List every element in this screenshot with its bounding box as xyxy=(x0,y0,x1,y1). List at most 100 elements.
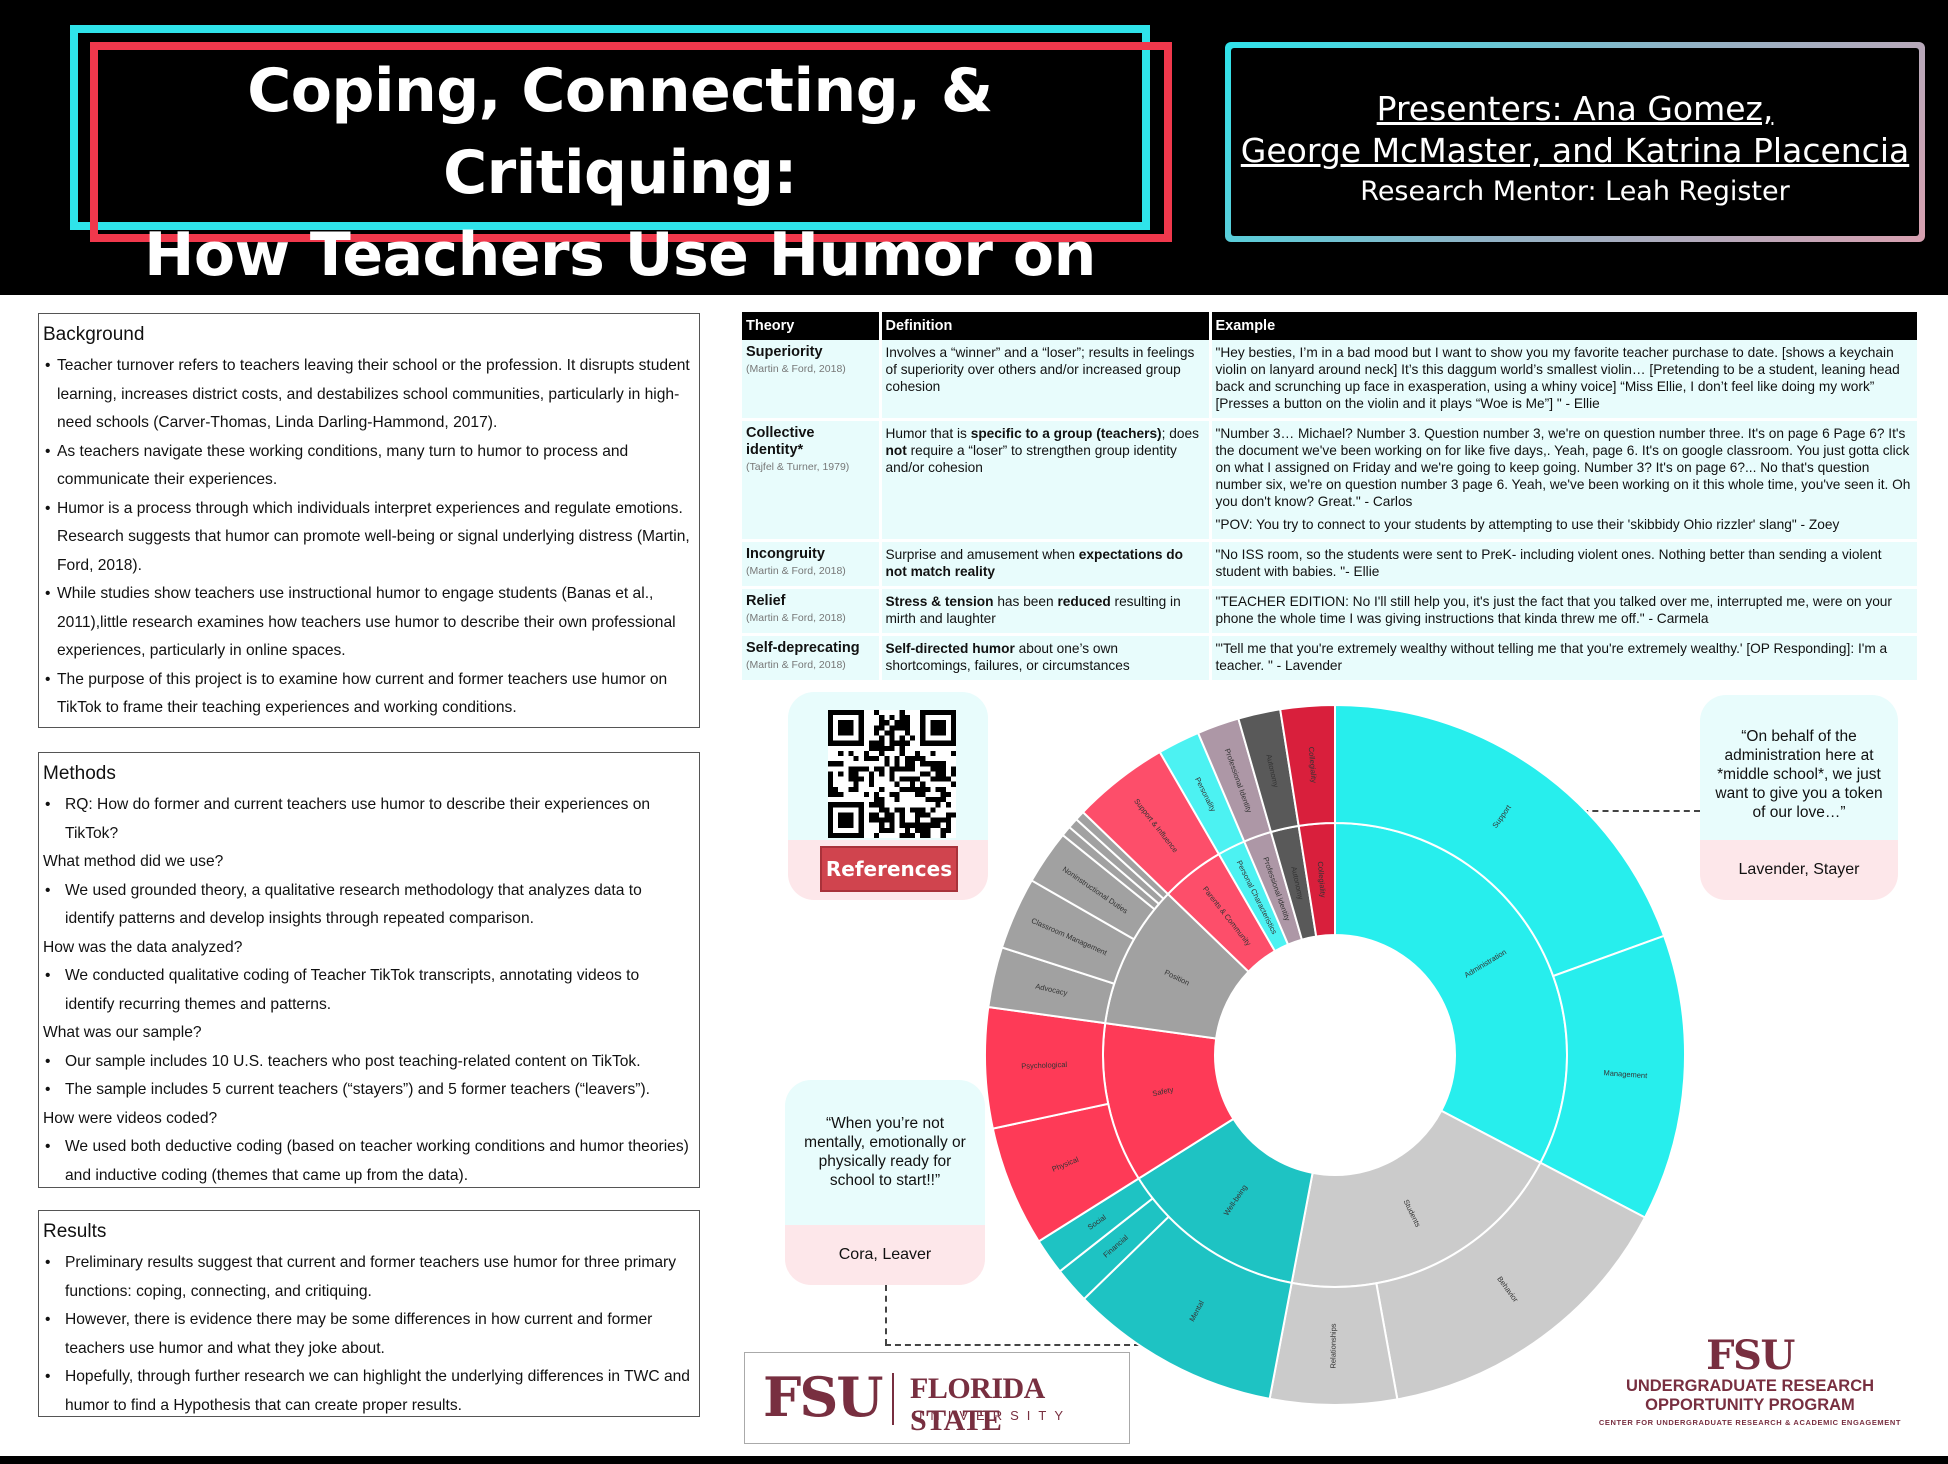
qr-module xyxy=(833,791,839,798)
qr-code-icon[interactable] xyxy=(828,710,956,838)
quote-text: “When you’re not mentally, emotionally o… xyxy=(785,1080,985,1225)
qr-module xyxy=(915,756,921,762)
qr-module xyxy=(884,756,890,762)
qr-module xyxy=(935,766,941,772)
qr-module xyxy=(894,720,900,726)
method-question: How was the data analyzed? xyxy=(43,938,243,956)
qr-module xyxy=(940,776,946,782)
qr-module xyxy=(868,756,875,762)
qr-module xyxy=(884,730,890,736)
table-row: Relief (Martin & Ford, 2018) Stress & te… xyxy=(742,587,1920,636)
references-button[interactable]: References xyxy=(820,846,958,892)
qr-module xyxy=(828,807,834,813)
qr-module xyxy=(863,766,869,772)
qr-module xyxy=(899,725,905,731)
qr-module xyxy=(915,807,921,813)
qr-module xyxy=(828,735,834,741)
qr-module xyxy=(930,776,936,782)
qr-module xyxy=(868,781,875,787)
table-row: Collective identity* (Tajfel & Turner, 1… xyxy=(742,419,1920,542)
table-row: Superiority (Martin & Ford, 2018) Involv… xyxy=(742,340,1920,421)
qr-module xyxy=(843,740,849,746)
qr-module xyxy=(945,822,951,828)
qr-module xyxy=(874,730,880,736)
quote-attribution: Lavender, Stayer xyxy=(1700,840,1898,900)
qr-module xyxy=(884,817,890,823)
qr-module xyxy=(904,725,910,731)
qr-module xyxy=(838,740,844,746)
qr-module xyxy=(879,766,885,772)
qr-module xyxy=(920,756,926,762)
qr-module xyxy=(950,750,956,757)
qr-module xyxy=(889,725,895,731)
qr-module xyxy=(909,822,916,828)
qr-module xyxy=(904,827,910,833)
list-item: Our sample includes 10 U.S. teachers who… xyxy=(43,1048,691,1077)
fsu-monogram: FSU xyxy=(763,1365,883,1429)
qr-module xyxy=(930,797,936,803)
qr-module xyxy=(930,750,936,757)
qr-module xyxy=(925,761,931,767)
qr-module xyxy=(925,827,931,833)
example-quote: "Number 3… Michael? Number 3. Question n… xyxy=(1215,426,1911,509)
theory-definition: Involves a “winner” and a “loser”; resul… xyxy=(880,340,1212,421)
outer-ring-label: Collegiality xyxy=(1307,746,1319,783)
qr-module xyxy=(904,715,910,721)
qr-module xyxy=(828,740,834,746)
qr-module xyxy=(874,740,880,746)
qr-module xyxy=(879,715,885,721)
methods-heading: Methods xyxy=(43,763,116,784)
theory-name: Relief xyxy=(746,593,786,609)
qr-module xyxy=(833,740,839,746)
humor-theory-table: Theory Definition Example Superiority (M… xyxy=(742,312,1920,683)
qr-module xyxy=(858,740,864,746)
qr-module xyxy=(909,832,916,838)
column-header: Example xyxy=(1210,312,1920,340)
qr-module xyxy=(925,832,931,838)
qr-module xyxy=(843,730,849,736)
theory-citation: (Martin & Ford, 2018) xyxy=(746,565,846,577)
qr-module xyxy=(828,710,834,716)
method-question: How were videos coded? xyxy=(43,1109,218,1127)
theory-name: Collective identity* xyxy=(746,425,815,458)
list-item: The sample includes 5 current teachers (… xyxy=(43,1076,691,1105)
qr-module xyxy=(930,710,936,716)
outer-ring-segment xyxy=(1279,703,1336,828)
research-mentor: Research Mentor: Leah Register xyxy=(1360,176,1790,207)
outer-ring-label: Relationships xyxy=(1329,1323,1338,1368)
qr-module xyxy=(915,791,921,798)
qr-module xyxy=(889,791,895,798)
leader-line xyxy=(885,1285,887,1345)
qr-module xyxy=(848,766,854,772)
qr-module xyxy=(838,791,844,798)
qr-module xyxy=(874,791,880,798)
qr-module xyxy=(899,776,905,782)
qr-module xyxy=(920,791,926,798)
qr-module xyxy=(920,832,926,838)
qr-module xyxy=(838,761,844,767)
qr-module xyxy=(879,745,885,751)
qr-module xyxy=(909,786,916,792)
qr-module xyxy=(945,827,951,833)
quote-text: “On behalf of the administration here at… xyxy=(1700,695,1898,840)
qr-module xyxy=(889,812,895,818)
qr-module xyxy=(950,720,956,726)
qr-module xyxy=(843,802,849,808)
qr-module xyxy=(879,735,885,741)
qr-module xyxy=(848,802,854,808)
list-item: We used grounded theory, a qualitative r… xyxy=(43,877,691,934)
qr-module xyxy=(848,822,854,828)
qr-module xyxy=(884,827,890,833)
qr-module xyxy=(889,740,895,746)
qr-module xyxy=(909,781,916,787)
qr-module xyxy=(894,791,900,798)
qr-module xyxy=(848,812,854,818)
qr-module xyxy=(838,832,844,838)
qr-module xyxy=(930,740,936,746)
urop-logo: FSU UNDERGRADUATE RESEARCH OPPORTUNITY P… xyxy=(1585,1335,1915,1428)
presenters-frame xyxy=(1225,42,1925,242)
qr-module xyxy=(920,771,926,777)
qr-module xyxy=(879,797,885,803)
qr-module xyxy=(874,710,880,716)
qr-module xyxy=(950,710,956,716)
